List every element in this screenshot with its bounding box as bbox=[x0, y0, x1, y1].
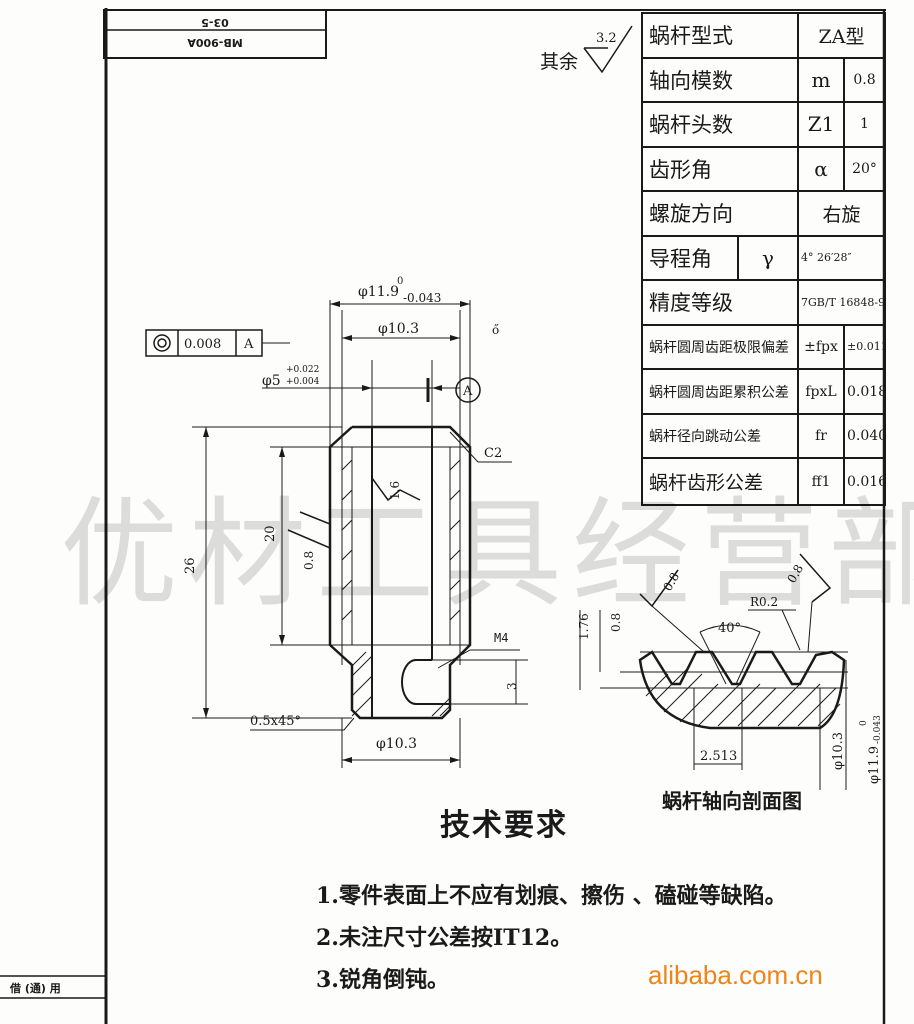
param-label: 蜗杆圆周齿距累积公差 bbox=[641, 368, 799, 415]
param-value: 0.016 bbox=[843, 457, 886, 506]
requirement-item: 2.未注尺寸公差按IT12。 bbox=[316, 925, 573, 951]
requirement-item: 3.锐角倒钝。 bbox=[316, 967, 449, 993]
param-symbol: Z1 bbox=[797, 101, 845, 148]
section-title: 蜗杆轴向剖面图 bbox=[662, 789, 802, 813]
section-height-1: 1.76 bbox=[577, 613, 591, 640]
section-outer-tol-upper: 0 bbox=[859, 720, 869, 726]
param-symbol: γ bbox=[737, 234, 799, 282]
table-row: 蜗杆齿形公差 ff1 0.016 bbox=[641, 457, 886, 506]
chamfer-c2-label: C2 bbox=[484, 446, 502, 461]
stamp-line-2: 03-5 bbox=[201, 16, 229, 29]
watermark-text: 优材工具经营部 bbox=[60, 485, 914, 623]
section-radius: R0.2 bbox=[750, 595, 778, 609]
param-value: 右旋 bbox=[797, 190, 886, 237]
length-total: 26 bbox=[183, 557, 198, 574]
section-root-diameter: φ10.3 bbox=[831, 732, 846, 770]
param-value: 20° bbox=[843, 145, 886, 193]
outer-diameter-tol-lower: -0.043 bbox=[403, 291, 441, 305]
hole-depth-value: 3 bbox=[505, 682, 519, 690]
table-row: 精度等级 7GB/T 16848-97 bbox=[641, 279, 886, 326]
rest-finish-label: 其余 bbox=[540, 51, 578, 73]
table-row: 导程角 γ 4° 26′28″ bbox=[641, 234, 886, 282]
table-row: 齿形角 α 20° bbox=[641, 145, 886, 193]
param-symbol: fr bbox=[797, 412, 845, 460]
table-row: 蜗杆圆周齿距极限偏差 ±fpx ±0.011 bbox=[641, 323, 886, 371]
requirement-item: 1.零件表面上不应有划痕、擦伤 、磕碰等缺陷。 bbox=[316, 883, 787, 909]
param-label: 螺旋方向 bbox=[641, 190, 799, 237]
outer-diameter: φ11.9 bbox=[358, 284, 399, 300]
requirements-title: 技术要求 bbox=[440, 808, 568, 843]
roughness-face: 0.8 bbox=[302, 551, 316, 570]
table-row: 螺旋方向 右旋 bbox=[641, 190, 886, 237]
param-label: 蜗杆头数 bbox=[641, 101, 799, 148]
param-symbol: ff1 bbox=[797, 457, 845, 506]
footnote-label: 借 (通) 用 bbox=[10, 982, 61, 995]
param-symbol: α bbox=[797, 145, 845, 193]
param-label: 蜗杆径向跳动公差 bbox=[641, 412, 799, 460]
datum-a-label: A bbox=[462, 384, 473, 399]
worm-parameter-table: 蜗杆型式 ZA型 轴向模数 m 0.8 蜗杆头数 Z1 1 齿形角 α 20° … bbox=[641, 12, 886, 506]
table-row: 蜗杆径向跳动公差 fr 0.040 bbox=[641, 412, 886, 460]
section-pitch: 2.513 bbox=[700, 749, 737, 764]
param-label: 齿形角 bbox=[641, 145, 799, 193]
param-value: 7GB/T 16848-97 bbox=[797, 279, 886, 326]
root-diameter: φ10.3 bbox=[378, 321, 419, 337]
outer-diameter-tol-upper: 0 bbox=[397, 276, 403, 287]
table-row: 蜗杆头数 Z1 1 bbox=[641, 101, 886, 148]
chamfer-small-label: 0.5x45° bbox=[250, 714, 301, 729]
table-row: 轴向模数 m 0.8 bbox=[641, 56, 886, 104]
param-value: ZA型 bbox=[797, 12, 886, 59]
param-symbol: fpxL bbox=[797, 368, 845, 415]
param-label: 蜗杆型式 bbox=[641, 12, 799, 59]
param-symbol: ±fpx bbox=[797, 323, 845, 371]
bottom-diameter: φ10.3 bbox=[376, 736, 417, 752]
param-value: 0.8 bbox=[843, 56, 886, 104]
table-row: 蜗杆圆周齿距累积公差 fpxL 0.018 bbox=[641, 368, 886, 415]
param-value: 1 bbox=[843, 101, 886, 148]
tolerance-frame-datum: A bbox=[243, 337, 254, 352]
param-label: 蜗杆齿形公差 bbox=[641, 457, 799, 506]
section-height-2: 0.8 bbox=[609, 613, 623, 632]
center-mark-icon: ő bbox=[492, 323, 499, 337]
param-label: 轴向模数 bbox=[641, 56, 799, 104]
section-outer-tol-lower: -0.043 bbox=[873, 715, 883, 744]
bore-tol-lower: +0.004 bbox=[286, 377, 320, 387]
title-stamp: MB-900A 03-5 bbox=[104, 10, 326, 58]
section-outer-diameter: φ11.9 bbox=[867, 746, 882, 784]
param-value: 4° 26′28″ bbox=[797, 234, 886, 282]
bore-tol-upper: +0.022 bbox=[286, 365, 319, 375]
bore-diameter: φ5 bbox=[262, 373, 281, 389]
param-value: 0.040 bbox=[843, 412, 886, 460]
concentricity-icon bbox=[153, 334, 171, 352]
roughness-bore: 1.6 bbox=[388, 481, 402, 500]
table-row: 蜗杆型式 ZA型 bbox=[641, 12, 886, 59]
param-value: ±0.011 bbox=[843, 323, 886, 371]
thread-hole-label: M4 bbox=[494, 631, 508, 645]
param-label: 导程角 bbox=[641, 234, 739, 282]
section-angle: 40° bbox=[718, 621, 741, 636]
param-label: 蜗杆圆周齿距极限偏差 bbox=[641, 323, 799, 371]
param-symbol: m bbox=[797, 56, 845, 104]
site-watermark: alibaba.com.cn bbox=[648, 960, 823, 990]
param-label: 精度等级 bbox=[641, 279, 799, 326]
length-thread: 20 bbox=[263, 525, 278, 542]
param-value: 0.018 bbox=[843, 368, 886, 415]
stamp-line-1: MB-900A bbox=[187, 36, 243, 49]
tolerance-frame-value: 0.008 bbox=[184, 337, 221, 352]
rest-finish-value: 3.2 bbox=[596, 31, 617, 46]
